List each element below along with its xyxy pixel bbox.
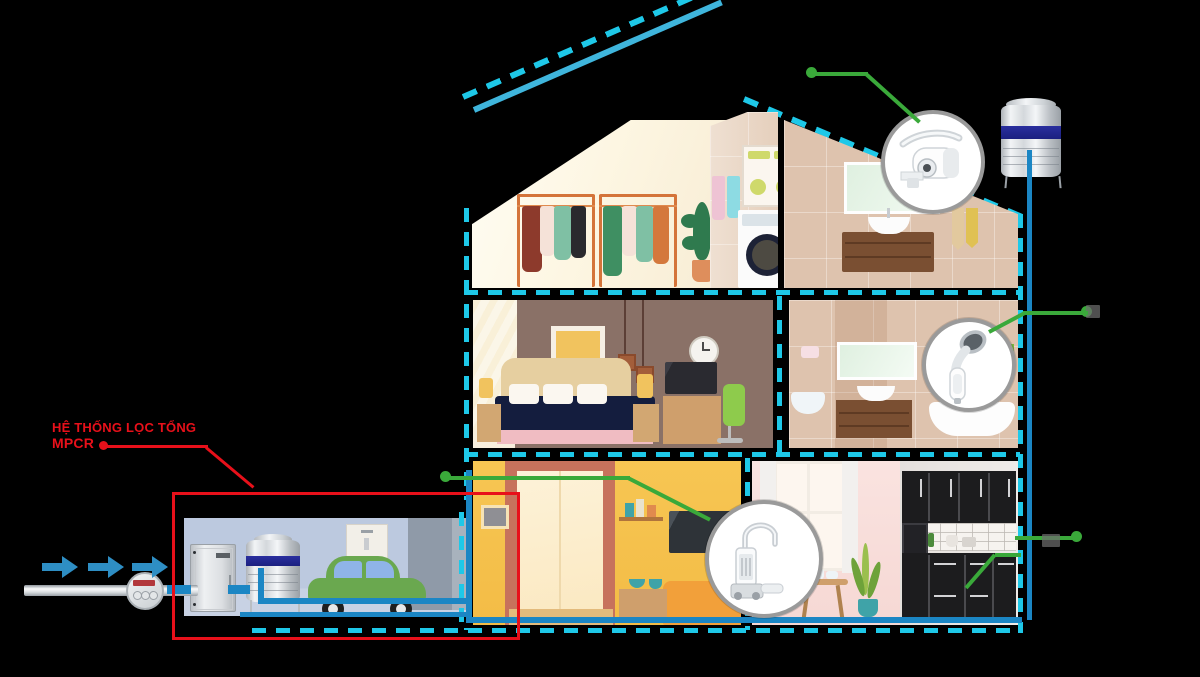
callout-leader-line: [445, 476, 630, 480]
whole-house-filter-highlight: [172, 492, 520, 640]
vanity-cabinet: [836, 400, 912, 438]
callout-leader-dot: [806, 67, 817, 78]
filter-cabinet-brand: [216, 553, 230, 558]
electrical-panel: [346, 524, 388, 562]
floor-divider-attic: [464, 290, 1020, 295]
house-wall-left: [464, 208, 469, 633]
shower-filter-icon: [949, 330, 987, 404]
house-wall-right: [1018, 214, 1023, 633]
pipe-garage-floor-line: [240, 612, 470, 617]
flow-arrow-icon: [88, 556, 124, 578]
supply-main-pipe: [24, 585, 132, 596]
oven: [902, 523, 928, 555]
sink-basin: [868, 217, 910, 234]
rooftop-tank-outlet: [1027, 150, 1032, 176]
mirror: [837, 342, 917, 380]
countertop-purifier-icon: [730, 522, 784, 600]
basement-wall-right: [459, 512, 464, 628]
rooftop-water-tank: [996, 98, 1066, 189]
towel: [712, 176, 725, 220]
whole-house-filter-label-line2: MPCR: [52, 435, 95, 452]
washing-machine: [738, 210, 778, 288]
tank-band-icon: [1001, 126, 1061, 139]
callout-leader-dot: [440, 471, 451, 482]
table-lamp: [479, 378, 493, 398]
flow-arrow-icon: [132, 556, 168, 578]
pipe-tank-riser: [258, 568, 264, 602]
upper-cabinets: [902, 471, 1016, 523]
desk: [663, 396, 721, 444]
callout-leader-line: [864, 72, 921, 124]
pillow: [577, 384, 607, 404]
nightstand: [633, 404, 659, 442]
room-bedroom: [473, 300, 773, 448]
coffee-table: [619, 589, 667, 621]
pipe-riser-to-house: [466, 470, 472, 620]
tank-legs-icon: [1004, 176, 1062, 189]
kettle: [946, 535, 958, 547]
wall-panel: [481, 505, 509, 529]
callout-leader-dot: [1071, 531, 1082, 542]
pillow: [543, 384, 573, 404]
pipe-cabinet-to-tank: [228, 585, 250, 594]
water-meter: [126, 572, 164, 610]
whole-house-filter-label-line1: HỆ THỐNG LỌC TỔNG: [52, 420, 197, 435]
floor-divider-ground: [252, 628, 1022, 633]
callout-label-placeholder: [1086, 305, 1100, 318]
vanity-cabinet: [842, 232, 934, 272]
roof-left-pipe: [472, 0, 723, 113]
towel-shelf: [742, 145, 778, 207]
pipe-to-filter-cabinet: [167, 585, 191, 594]
callout-countertop-purifier[interactable]: [705, 500, 823, 618]
faucet-icon: [887, 208, 890, 218]
floor-divider-first: [464, 452, 1020, 457]
filter-cabinet: [190, 544, 236, 612]
monitor: [665, 362, 717, 394]
pipe-tank-outlet-lower: [258, 598, 470, 604]
partition-attic: [777, 296, 782, 452]
label-leader-line: [205, 446, 255, 489]
callout-label-placeholder: [1042, 534, 1060, 547]
faucet-filter-icon: [899, 129, 963, 188]
pot: [962, 537, 976, 547]
callout-shower-filter[interactable]: [922, 318, 1016, 412]
room-attic-laundry: [710, 112, 778, 288]
potted-plant: [680, 202, 722, 284]
flow-arrow-icon: [42, 556, 78, 578]
sink-basin: [857, 386, 895, 401]
callout-faucet-filter[interactable]: [881, 110, 985, 214]
label-leader-line: [103, 445, 208, 448]
room-kitchen: [900, 461, 1018, 625]
potted-plant: [848, 543, 884, 623]
rooftop-downpipe: [1027, 170, 1032, 620]
towel: [952, 208, 964, 250]
lower-cabinets: [902, 553, 1016, 621]
callout-leader-line: [812, 72, 868, 76]
callout-leader-line: [995, 553, 1021, 557]
room-wardrobe-laundry: [472, 120, 728, 288]
label-leader-dot: [99, 441, 108, 450]
table-lamp: [637, 374, 653, 398]
whole-house-filter-label: HỆ THỐNG LỌC TỔNG MPCR: [52, 420, 232, 452]
pipe-ground-floor-run: [466, 617, 1022, 623]
towel: [727, 176, 740, 218]
toilet-paper: [801, 346, 819, 358]
nightstand: [477, 404, 501, 442]
office-chair: [723, 384, 745, 426]
callout-leader-line: [1036, 311, 1088, 315]
curtain: [842, 461, 858, 573]
pillow: [509, 384, 539, 404]
wall-shelf: [619, 517, 663, 521]
towel: [966, 208, 978, 248]
tank-stand: [250, 600, 300, 616]
dining-table: [796, 579, 848, 585]
toilet: [791, 392, 825, 414]
water-storage-tank: [244, 534, 302, 616]
room-living: [473, 461, 741, 625]
